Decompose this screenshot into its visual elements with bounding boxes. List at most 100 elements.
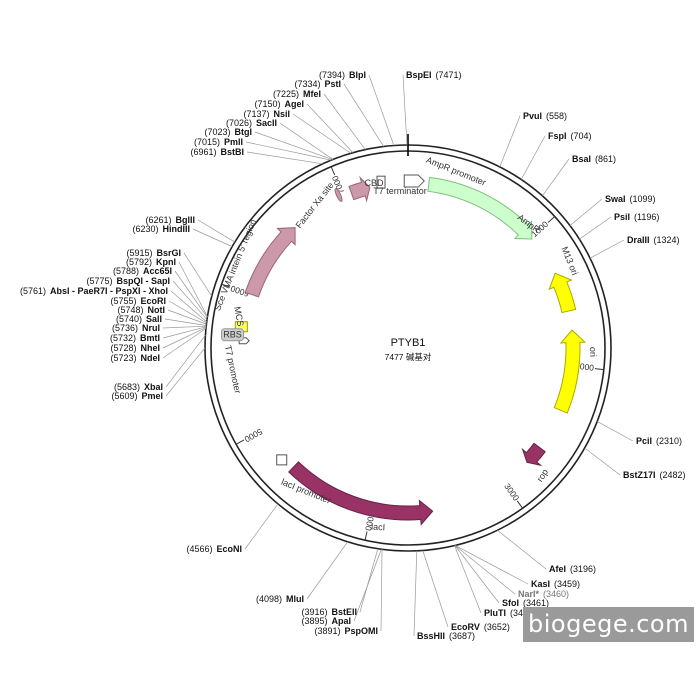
site-label: (7137)NsiI <box>243 109 290 119</box>
site-position: (1324) <box>654 235 680 245</box>
site-name: NheI <box>140 343 160 353</box>
site-leader-line <box>306 103 354 153</box>
site-leader-line <box>402 74 408 146</box>
site-name: BglII <box>176 215 196 225</box>
site-leader-line <box>174 270 208 318</box>
site-name: SalI <box>146 314 162 324</box>
site-label: (7334) PstI <box>294 79 341 89</box>
tick-mark <box>235 439 245 445</box>
site-name: MluI <box>286 594 304 604</box>
site-position: (4098) <box>256 594 282 604</box>
site-leader-line <box>167 309 207 325</box>
site-position: (5723) <box>110 353 136 363</box>
site-leader-line <box>520 135 546 180</box>
site-name: PsiI <box>614 212 630 222</box>
site-label: (7394)BlpI <box>319 70 366 80</box>
site-name: BspEI <box>406 70 432 80</box>
site-name: SacII <box>256 118 277 128</box>
site-label: NarI*(3460) <box>518 589 569 599</box>
site-leader-line <box>165 334 206 388</box>
site-leader-line <box>597 421 634 442</box>
site-label: (7150)AgeI <box>254 99 304 109</box>
tick-mark <box>516 500 523 509</box>
site-name: BmtI <box>140 333 160 343</box>
site-leader-line <box>172 280 208 320</box>
site-leader-line <box>162 326 207 339</box>
site-position: (3196) <box>570 564 596 574</box>
site-label: SwaI (1099) <box>605 194 656 204</box>
site-leader-line <box>178 261 208 317</box>
site-position: (2310) <box>656 436 682 446</box>
site-name: BstZ17I <box>623 470 656 480</box>
site-position: (704) <box>571 131 592 141</box>
site-name: BstEII <box>331 607 357 617</box>
site-leader-line <box>162 325 207 329</box>
feature-label: ori <box>588 347 598 357</box>
site-position: (6230) <box>132 224 158 234</box>
site-position: (7225) <box>273 89 299 99</box>
feature-label: Sce VMA intein 5' region <box>212 218 258 312</box>
site-leader-line <box>584 447 621 476</box>
site-position: (4566) <box>186 544 212 554</box>
site-leader-line <box>162 328 207 359</box>
feature-label: MCS <box>232 306 245 327</box>
site-label: (5683)XbaI <box>114 382 163 392</box>
site-name: SwaI <box>605 194 626 204</box>
site-name: EcoNI <box>216 544 242 554</box>
site-leader-line <box>454 545 482 614</box>
site-name: PmlI <box>224 137 243 147</box>
site-label: (7023)BtgI <box>204 127 252 137</box>
site-position: (1099) <box>630 194 656 204</box>
site-leader-line <box>183 252 213 297</box>
site-label: BspEI (7471) <box>406 70 462 80</box>
site-label: (5740) SalI <box>116 314 162 324</box>
site-leader-line <box>165 347 206 397</box>
tick-label: 5000 <box>243 426 265 444</box>
site-position: (5740) <box>116 314 142 324</box>
site-position: (5732) <box>110 333 136 343</box>
site-label: (4566) EcoNI <box>186 544 242 554</box>
site-name: PstI <box>324 79 341 89</box>
tick-mark <box>547 216 556 223</box>
site-label: (5732) BmtI <box>110 333 160 343</box>
site-position: (5609) <box>111 391 137 401</box>
site-position: (7471) <box>436 70 462 80</box>
site-position: (861) <box>595 154 616 164</box>
site-leader-line <box>497 529 547 570</box>
feature-rop <box>521 442 546 467</box>
site-position: (5728) <box>110 343 136 353</box>
site-label: BssHII(3687) <box>417 631 475 641</box>
site-label: BstZ17I(2482) <box>623 470 686 480</box>
site-leader-line <box>499 115 521 168</box>
site-leader-line <box>245 141 332 161</box>
site-leader-line <box>413 550 418 637</box>
site-label: (6230)HindIII <box>132 224 190 234</box>
site-label: (5775)BspQI - SapI <box>86 276 170 286</box>
tick-label: 3000 <box>502 481 521 502</box>
site-position: (7150) <box>254 99 280 109</box>
site-leader-line <box>323 93 366 150</box>
site-position: (5683) <box>114 382 140 392</box>
site-leader-line <box>279 122 334 160</box>
feature-laci <box>288 461 434 526</box>
site-leader-line <box>454 545 500 604</box>
site-position: (5736) <box>112 323 138 333</box>
feature-label: T7 terminator <box>373 186 427 196</box>
site-label: (5792)KpnI <box>126 257 176 267</box>
site-leader-line <box>164 318 207 326</box>
site-leader-line <box>168 300 207 324</box>
plasmid-length: 7477 碱基对 <box>385 352 432 362</box>
site-position: (7334) <box>294 79 320 89</box>
feature-label: lacI <box>371 522 386 533</box>
site-label: AfeI(3196) <box>549 564 596 574</box>
site-leader-line <box>422 550 449 628</box>
site-leader-line <box>343 83 384 147</box>
site-label: (5788)Acc65I <box>113 266 172 276</box>
site-label: (6961)BstBI <box>190 147 244 157</box>
site-name: BstBI <box>220 147 244 157</box>
site-label: BsaI(861) <box>572 154 616 164</box>
site-label: (5728) NheI <box>110 343 160 353</box>
site-position: (5761) <box>20 286 46 296</box>
site-position: (5755) <box>110 296 136 306</box>
site-label: (5723)NdeI <box>110 353 160 363</box>
